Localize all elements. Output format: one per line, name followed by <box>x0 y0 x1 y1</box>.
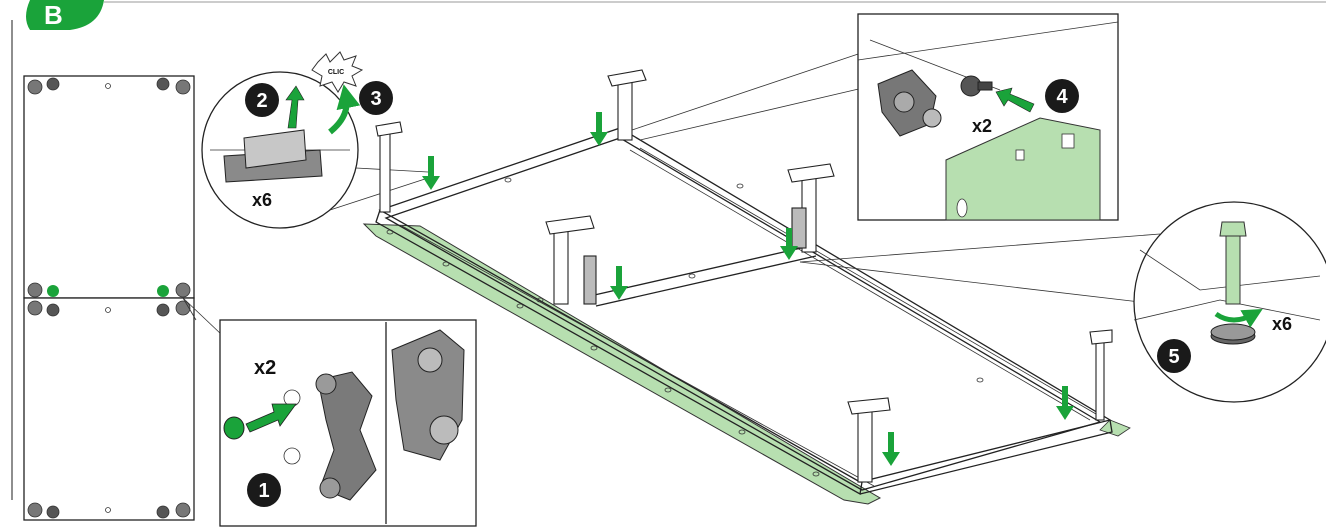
base-frame <box>362 47 1161 505</box>
rotate-arrow-icon <box>328 84 361 135</box>
arrow-up-icon <box>285 85 305 129</box>
detail-screw: x2 4 <box>857 13 1119 221</box>
arrow-down-icon <box>422 112 1074 466</box>
cap-qty-label: x6 <box>252 190 272 210</box>
step-badge-4: 4 <box>1045 79 1079 113</box>
arrow-left-icon <box>995 87 1035 113</box>
step-badge-3: 3 <box>359 81 393 115</box>
plug-marker-right <box>157 285 169 297</box>
svg-text:1: 1 <box>258 480 269 502</box>
detail-plug: x2 1 <box>219 319 477 527</box>
svg-text:CLIC: CLIC <box>328 69 344 76</box>
overview-panels <box>23 75 223 521</box>
detail-snap-cap: x6 CLIC 2 3 <box>201 51 429 229</box>
plug-cap <box>223 416 245 440</box>
section-badge: B <box>26 0 104 30</box>
foot-qty-label: x6 <box>1272 314 1292 334</box>
plug-qty-label: x2 <box>254 357 276 379</box>
svg-text:2: 2 <box>256 90 267 112</box>
step-badge-5: 5 <box>1157 339 1191 373</box>
rotate-arrow-icon <box>1214 309 1263 328</box>
section-letter: B <box>44 0 63 30</box>
detail-foot: x6 5 <box>1133 201 1326 403</box>
step-badge-2: 2 <box>245 83 279 117</box>
step-badge-1: 1 <box>247 473 281 507</box>
clic-burst-icon: CLIC <box>311 51 364 93</box>
svg-text:3: 3 <box>370 88 381 110</box>
plug-marker-left <box>47 285 59 297</box>
screw-qty-label: x2 <box>972 116 992 136</box>
svg-text:4: 4 <box>1056 86 1068 108</box>
arrow-right-icon <box>245 403 297 433</box>
svg-text:5: 5 <box>1168 346 1179 368</box>
